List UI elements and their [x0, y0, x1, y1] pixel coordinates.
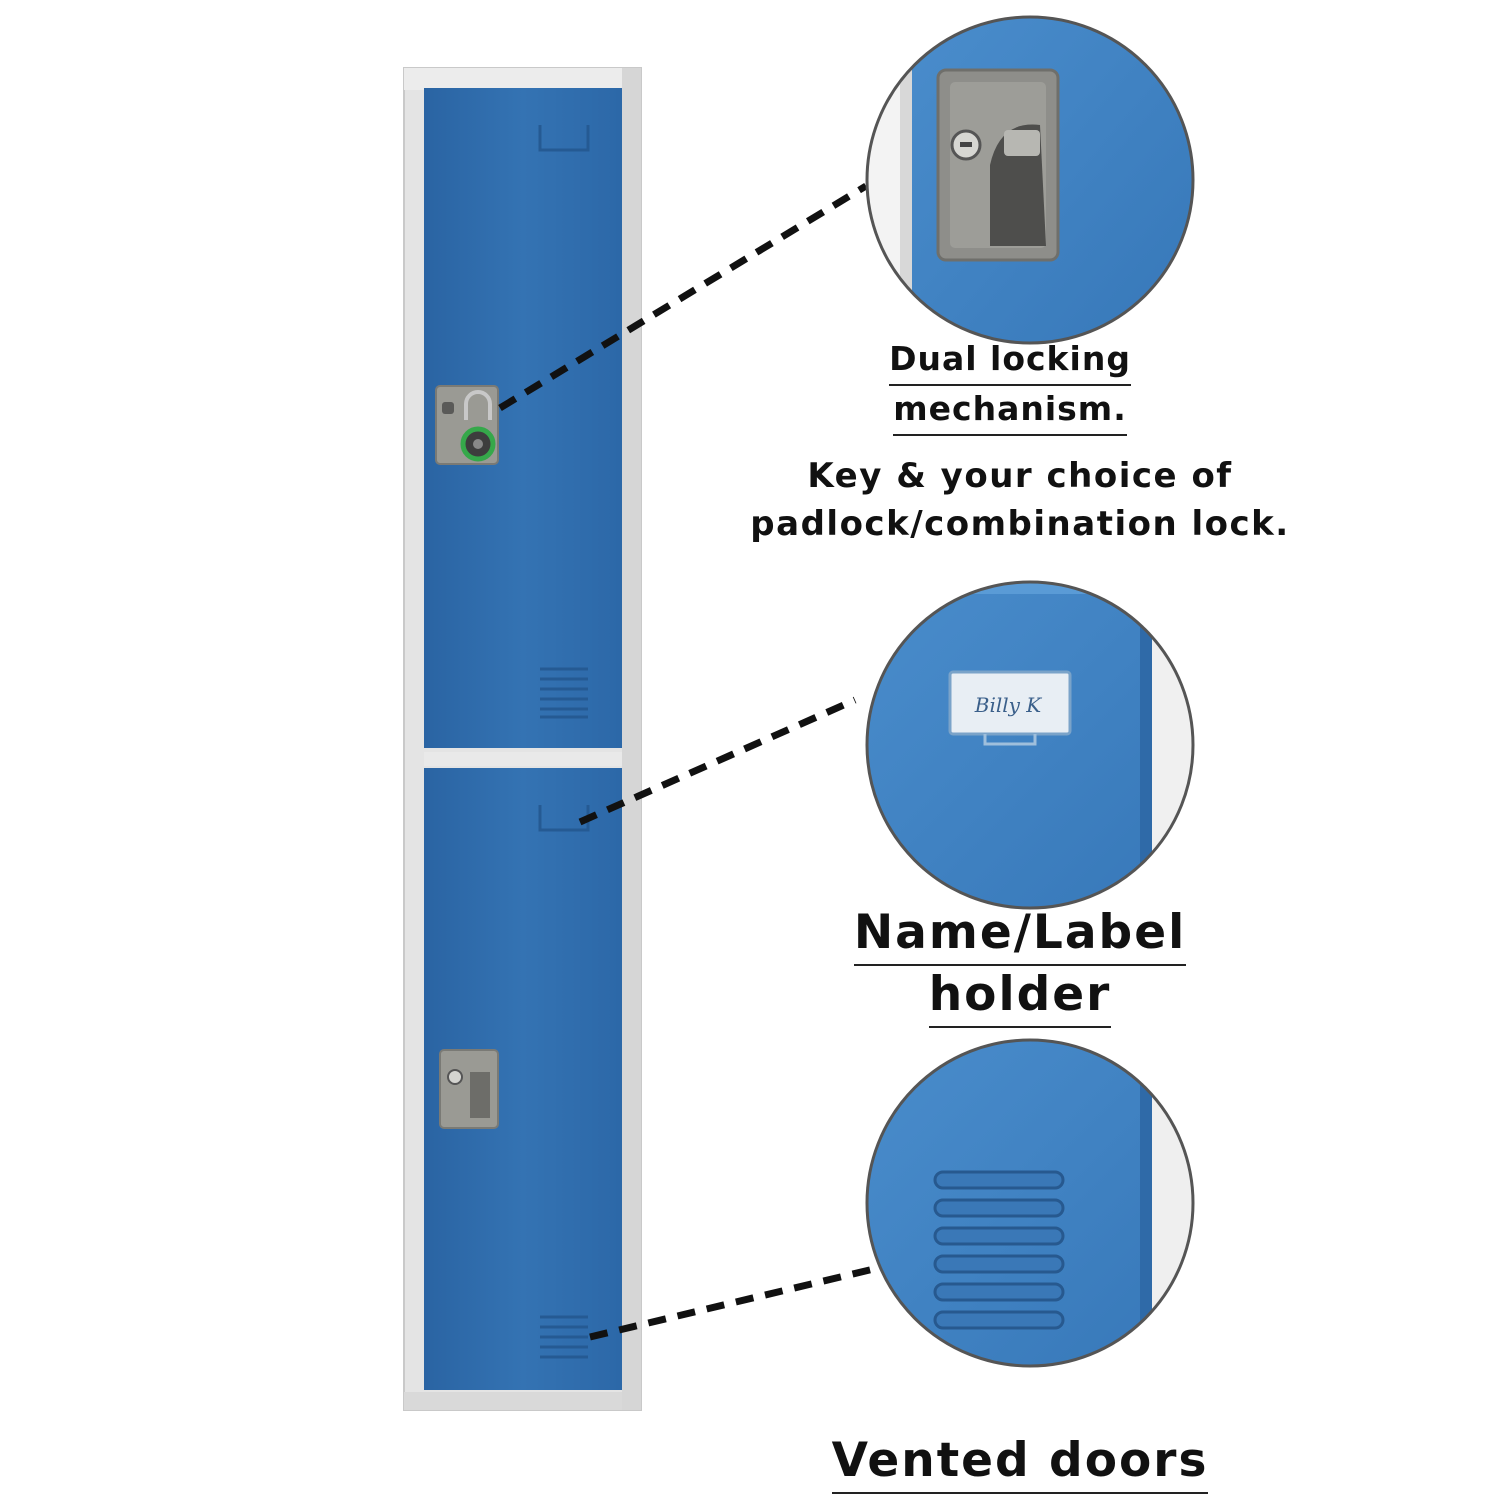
top-door-label-holder	[538, 125, 590, 152]
label-card-text: Billy K	[974, 693, 1043, 717]
label-holder-title-line1: Name/Label	[853, 904, 1187, 966]
vents-title-text: Vented doors	[831, 1432, 1209, 1494]
bottom-door-vents	[540, 1315, 588, 1359]
callout-lines	[498, 183, 883, 1341]
locker	[403, 67, 642, 1411]
zoom-vents-circle	[865, 1038, 1195, 1368]
dual-lock-title-line1: Dual locking	[889, 336, 1131, 386]
bottom-door-lock	[439, 1049, 499, 1129]
callout-line-lock	[498, 183, 868, 411]
dual-lock-detail: Key & your choice of padlock/combination…	[720, 452, 1320, 548]
label-holder-title: Name/Label holder	[820, 904, 1220, 1028]
top-door-lock	[435, 385, 499, 465]
label-holder-title-line2: holder	[928, 966, 1112, 1028]
dual-lock-detail-line1: Key & your choice of	[807, 456, 1233, 496]
callout-line-label	[578, 696, 857, 826]
dual-lock-detail-line2: padlock/combination lock.	[750, 504, 1290, 544]
dual-lock-title: Dual locking mechanism.	[860, 336, 1160, 436]
vent-slots	[933, 1170, 1065, 1330]
top-door-vents	[540, 667, 588, 719]
zoom-label-circle: Billy K	[865, 580, 1195, 910]
dual-lock-title-line2: mechanism.	[893, 386, 1127, 436]
label-card	[948, 670, 1072, 736]
vents-title: Vented doors	[800, 1432, 1240, 1494]
zoom-lock-circle	[865, 15, 1195, 345]
callout-line-vents	[589, 1263, 883, 1341]
